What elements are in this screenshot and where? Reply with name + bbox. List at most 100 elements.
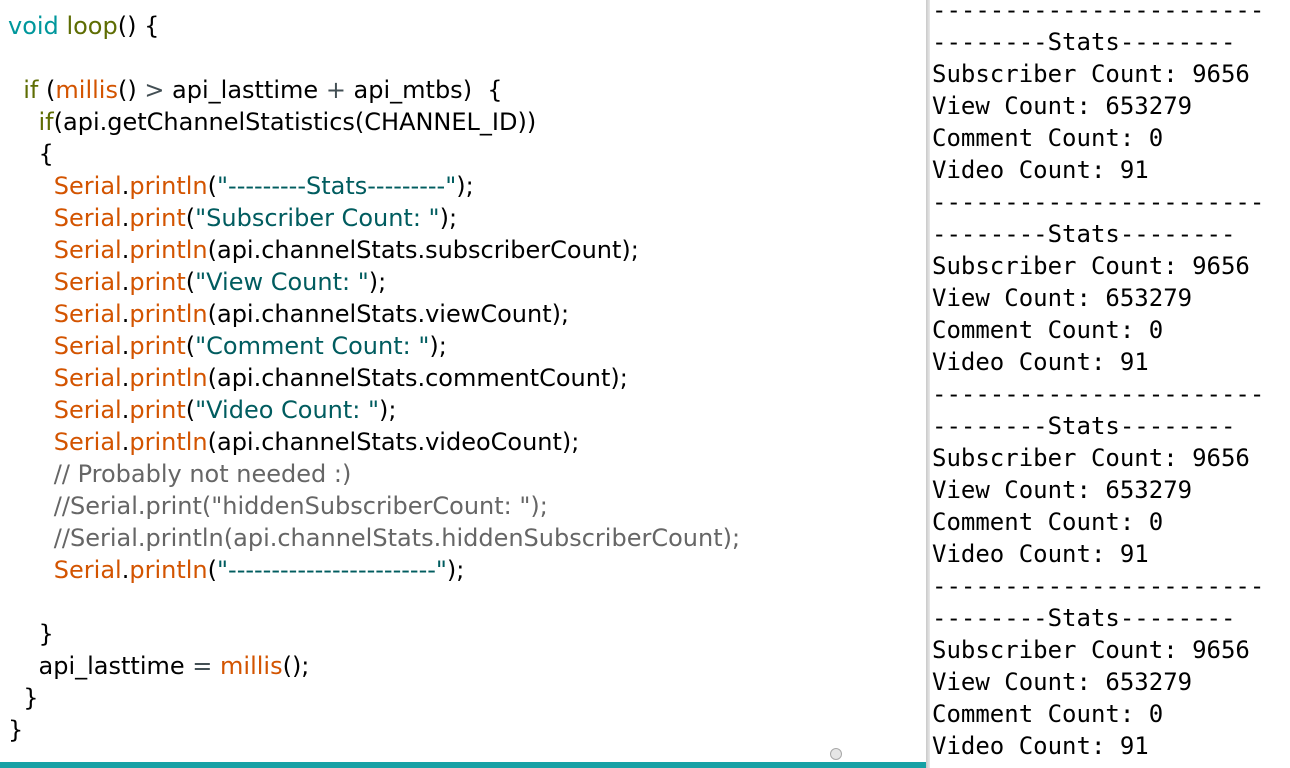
code-token: Serial xyxy=(53,396,122,424)
code-token: + xyxy=(325,76,346,104)
code-token: //Serial.print("hiddenSubscriberCount: "… xyxy=(53,492,548,520)
serial-output-line: --------Stats-------- xyxy=(932,28,1236,56)
code-line: Serial.println(api.channelStats.viewCoun… xyxy=(8,298,569,330)
serial-output-line: Comment Count: 0 xyxy=(932,700,1164,728)
code-token: api_mtbs) { xyxy=(345,76,503,104)
code-token: print xyxy=(129,204,186,232)
code-token: . xyxy=(121,300,130,328)
code-line: { xyxy=(8,138,54,170)
serial-output-line: --------Stats-------- xyxy=(932,412,1236,440)
code-token: println xyxy=(129,428,208,456)
serial-output-line: Subscriber Count: 9656 xyxy=(932,636,1250,664)
code-token: print xyxy=(129,396,186,424)
code-editor[interactable]: void loop() { if (millis() > api_lasttim… xyxy=(0,0,926,762)
code-token xyxy=(8,556,54,584)
editor-status-bar xyxy=(0,762,926,768)
code-token: ( xyxy=(185,268,196,296)
code-token: println xyxy=(129,556,208,584)
serial-output-line: --------Stats-------- xyxy=(932,220,1236,248)
serial-output-line: ----------------------- xyxy=(932,0,1265,24)
code-token: . xyxy=(121,172,130,200)
serial-output-line: View Count: 653279 xyxy=(932,92,1193,120)
code-token: . xyxy=(121,204,130,232)
code-line: Serial.println(api.channelStats.subscrib… xyxy=(8,234,639,266)
code-token: "Comment Count: " xyxy=(195,332,430,360)
code-token xyxy=(8,364,54,392)
serial-monitor-output[interactable]: ----------------------- --------Stats----… xyxy=(930,0,1290,768)
code-token xyxy=(8,268,54,296)
code-line: // Probably not needed :) xyxy=(8,458,352,490)
code-line: } xyxy=(8,682,39,714)
code-token: ( xyxy=(207,172,217,200)
code-line: } xyxy=(8,618,54,650)
code-line: } xyxy=(8,714,23,746)
code-token xyxy=(8,172,54,200)
code-token: "------------------------" xyxy=(217,556,447,584)
code-token: ( xyxy=(207,556,217,584)
code-token: . xyxy=(121,428,130,456)
code-token: api_lasttime xyxy=(8,652,193,680)
code-token: ); xyxy=(368,268,387,296)
code-token: "Video Count: " xyxy=(195,396,380,424)
code-token: loop xyxy=(66,12,118,40)
code-token: (api.channelStats.subscriberCount); xyxy=(207,236,639,264)
code-token: print xyxy=(129,268,186,296)
code-token: Serial xyxy=(53,204,122,232)
serial-output-line: --------Stats-------- xyxy=(932,604,1236,632)
code-line: if(api.getChannelStatistics(CHANNEL_ID)) xyxy=(8,106,537,138)
serial-output-line: Video Count: 91 xyxy=(932,540,1149,568)
code-token: ); xyxy=(446,556,465,584)
code-token: millis xyxy=(55,76,118,104)
code-token: println xyxy=(129,364,208,392)
code-token xyxy=(8,396,54,424)
code-token: ); xyxy=(429,332,447,360)
code-token: (api.getChannelStatistics(CHANNEL_ID)) xyxy=(53,108,537,136)
code-token: millis xyxy=(220,652,283,680)
code-token: . xyxy=(121,332,130,360)
serial-output-line: ----------------------- xyxy=(932,188,1265,216)
code-line: Serial.print("Comment Count: "); xyxy=(8,330,447,362)
code-token: } xyxy=(8,620,54,648)
code-token: void xyxy=(8,12,59,40)
serial-output-line: Subscriber Count: 9656 xyxy=(932,252,1250,280)
code-token xyxy=(8,460,54,488)
code-token: } xyxy=(8,684,39,712)
code-token xyxy=(8,428,54,456)
code-token: ( xyxy=(185,396,196,424)
code-token: println xyxy=(129,236,208,264)
code-line: Serial.println("---------Stats---------"… xyxy=(8,170,474,202)
code-token: () { xyxy=(117,12,160,40)
serial-output-line: View Count: 653279 xyxy=(932,668,1193,696)
code-token: println xyxy=(129,172,208,200)
code-line: Serial.print("Video Count: "); xyxy=(8,394,397,426)
code-token: ( xyxy=(185,204,196,232)
code-line: Serial.println(api.channelStats.videoCou… xyxy=(8,426,580,458)
code-line: Serial.print("Subscriber Count: "); xyxy=(8,202,457,234)
serial-output-line: Video Count: 91 xyxy=(932,156,1149,184)
code-token: Serial xyxy=(53,364,122,392)
pane-divider[interactable] xyxy=(926,0,930,768)
code-token: Serial xyxy=(53,172,122,200)
code-line: //Serial.println(api.channelStats.hidden… xyxy=(8,522,740,554)
code-token: . xyxy=(121,556,130,584)
code-token: //Serial.println(api.channelStats.hidden… xyxy=(53,524,741,552)
code-token: { xyxy=(8,140,54,168)
code-line: Serial.print("View Count: "); xyxy=(8,266,386,298)
serial-output-line: Subscriber Count: 9656 xyxy=(932,444,1250,472)
serial-output-line: Comment Count: 0 xyxy=(932,124,1164,152)
code-token: println xyxy=(129,300,208,328)
serial-output-line: ----------------------- xyxy=(932,380,1265,408)
code-token: ); xyxy=(439,204,458,232)
code-token: . xyxy=(121,364,130,392)
code-line: api_lasttime = millis(); xyxy=(8,650,310,682)
code-token xyxy=(8,204,54,232)
scroll-handle[interactable] xyxy=(830,748,842,760)
code-token: if xyxy=(38,108,54,136)
code-token: "---------Stats---------" xyxy=(217,172,457,200)
code-line: Serial.println(api.channelStats.commentC… xyxy=(8,362,628,394)
serial-output-line: Comment Count: 0 xyxy=(932,508,1164,536)
code-token: print xyxy=(129,332,186,360)
code-token: (api.channelStats.viewCount); xyxy=(207,300,570,328)
code-token xyxy=(212,652,220,680)
code-token: // Probably not needed :) xyxy=(53,460,352,488)
